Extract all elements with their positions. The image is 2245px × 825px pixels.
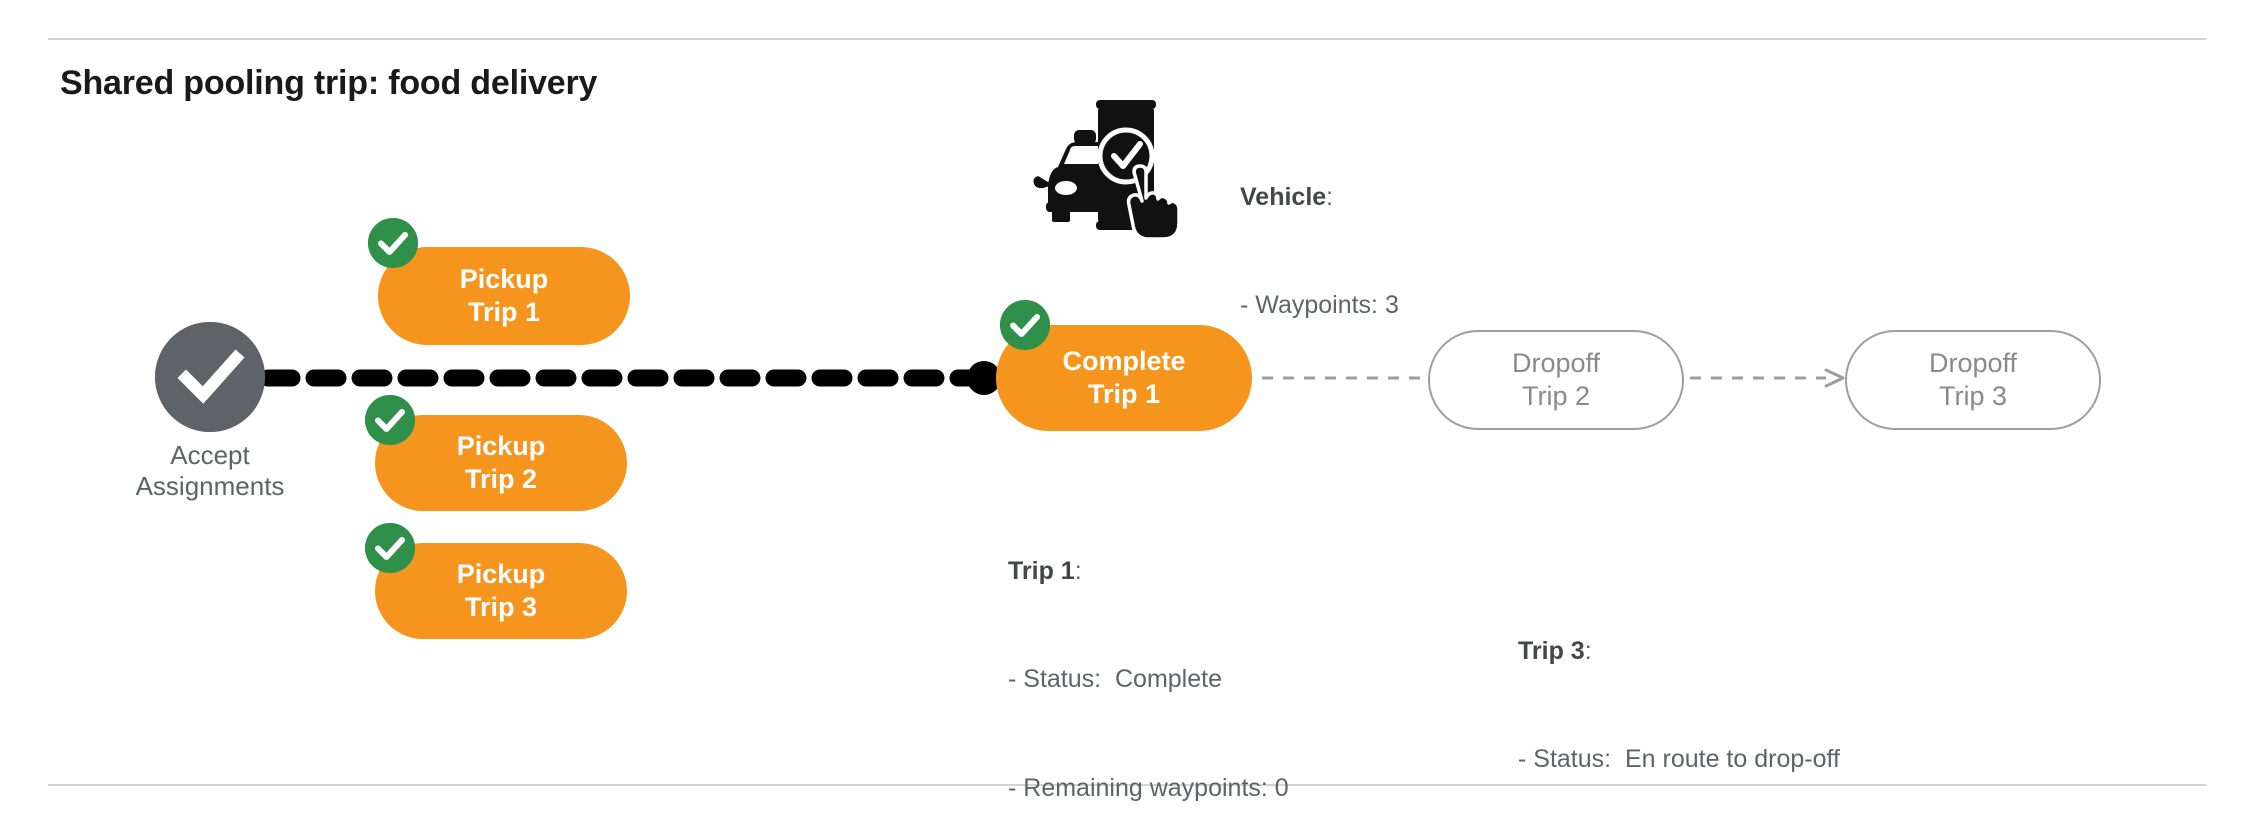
complete-trip-1-line2: Trip 1 [1087, 379, 1161, 409]
accept-label-line1: Accept [170, 440, 250, 470]
vehicle-info-heading-row: Vehicle: [1240, 179, 1399, 215]
pickup-trip-3-line2: Trip 3 [464, 592, 538, 622]
check-badge-icon [368, 218, 418, 268]
car-phone-check-icon [1030, 90, 1180, 240]
pickup-trip-2-line1: Pickup [456, 430, 546, 461]
trip3-heading-row: Trip 3: [1518, 633, 1840, 669]
bottom-divider [48, 784, 2206, 786]
vehicle-info-block: Vehicle: - Waypoints: 3 [1240, 106, 1399, 396]
trip-1-2-info-block: Trip 1: - Status: Complete - Remaining w… [1008, 480, 1330, 825]
dropoff-trip-3-line1: Dropoff [1928, 347, 2018, 378]
pickup-trip-1-line1: Pickup [459, 263, 549, 294]
pickup-trip-3-node[interactable]: Pickup Trip 3 [375, 543, 627, 639]
accept-assignments-label: Accept Assignments [95, 440, 325, 501]
check-circle-icon [155, 322, 265, 432]
check-badge-icon [365, 523, 415, 573]
check-badge-icon [1000, 300, 1050, 350]
trip1-heading: Trip 1 [1008, 556, 1075, 585]
trip1-status-line: - Status: Complete [1008, 665, 1222, 694]
trip3-status-line: - Status: En route to drop-off [1518, 745, 1840, 774]
trip1-heading-row: Trip 1: [1008, 553, 1330, 589]
trip1-waypoints-line: - Remaining waypoints: 0 [1008, 774, 1289, 802]
dropoff-trip-2-line2: Trip 2 [1521, 381, 1590, 411]
trip3-heading-suffix: : [1584, 636, 1592, 665]
trip1-heading-suffix: : [1074, 556, 1082, 585]
dropoff-trip-2-node[interactable]: Dropoff Trip 2 [1428, 330, 1684, 430]
pickup-trip-1-node[interactable]: Pickup Trip 1 [378, 247, 630, 345]
dropoff-trip-3-node[interactable]: Dropoff Trip 3 [1845, 330, 2101, 430]
vehicle-waypoints-line: - Waypoints: 3 [1240, 291, 1399, 320]
check-badge-icon [365, 395, 415, 445]
accept-assignments-node[interactable]: Accept Assignments [136, 322, 284, 501]
dropoff-trip-3-line2: Trip 3 [1938, 381, 2007, 411]
vehicle-info-heading-suffix: : [1326, 182, 1334, 211]
top-divider [48, 38, 2206, 40]
pickup-trip-1-line2: Trip 1 [467, 297, 541, 327]
pickup-trip-2-node[interactable]: Pickup Trip 2 [375, 415, 627, 511]
pickup-trip-2-line2: Trip 2 [464, 464, 538, 494]
vehicle-info-heading: Vehicle [1240, 182, 1327, 211]
arrowhead-icon [1824, 368, 1845, 388]
page-title: Shared pooling trip: food delivery [60, 64, 598, 102]
trip3-heading: Trip 3 [1518, 636, 1585, 665]
complete-trip-1-line1: Complete [1062, 345, 1186, 376]
trip-3-info-block: Trip 3: - Status: En route to drop-off -… [1518, 560, 1840, 825]
accept-label-line2: Assignments [135, 470, 285, 501]
pickup-trip-3-line1: Pickup [456, 558, 546, 589]
dropoff-trip-2-line1: Dropoff [1511, 347, 1601, 378]
